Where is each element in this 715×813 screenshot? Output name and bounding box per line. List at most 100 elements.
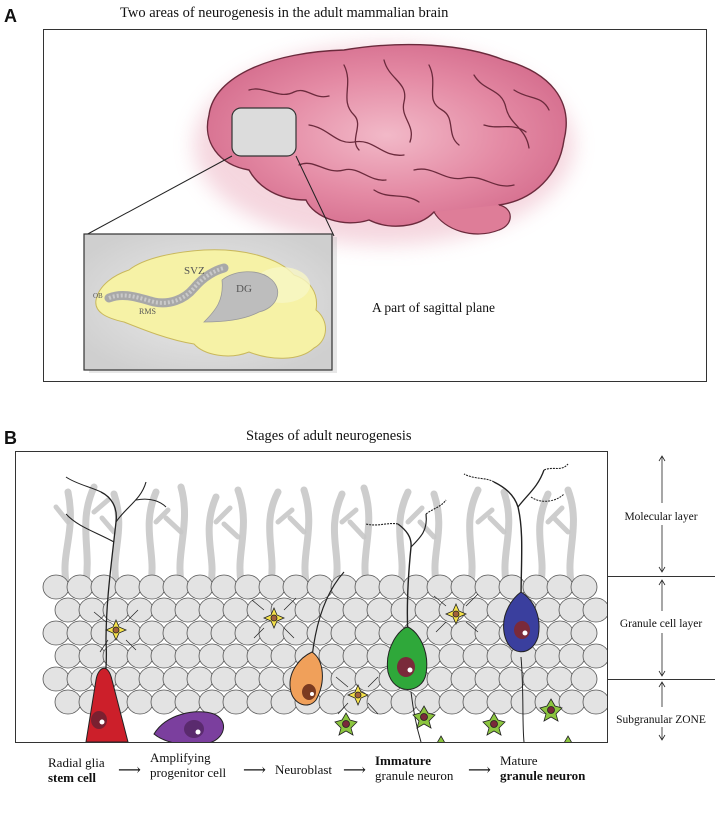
granule-cell [570, 620, 598, 646]
granule-cell [474, 574, 502, 600]
granule-cell [90, 574, 118, 600]
granule-cell [42, 574, 70, 600]
granule-cell [174, 597, 202, 623]
granule-cell-layer-label: Granule cell layer [619, 618, 703, 630]
granule-cell [354, 574, 382, 600]
granule-cell [474, 666, 502, 692]
granule-cell [210, 620, 238, 646]
granule-cell [66, 666, 94, 692]
microglia [334, 698, 572, 742]
granule-cell [294, 597, 322, 623]
granule-cell [54, 597, 82, 623]
granule-cell [198, 689, 226, 715]
granule-cell [330, 620, 358, 646]
granule-cell [450, 620, 478, 646]
granule-cell [66, 574, 94, 600]
subgranular-zone-label: Subgranular ZONE [616, 714, 706, 726]
granule-cell [390, 689, 418, 715]
panel-b-frame [15, 451, 608, 743]
stage-neuroblast: Neuroblast [275, 762, 333, 777]
neuroblast-cell [289, 571, 345, 706]
granule-cell [186, 574, 214, 600]
granule-cell [438, 597, 466, 623]
granule-cell [330, 666, 358, 692]
layer-column: Molecular layer Granule cell layer Subgr… [607, 451, 715, 743]
granule-cell [66, 620, 94, 646]
selection-box [231, 107, 297, 157]
granule-cell [426, 666, 454, 692]
granule-cell [534, 643, 562, 669]
granule-cell [558, 689, 586, 715]
panel-a-letter: A [4, 6, 17, 26]
granule-cell [114, 574, 142, 600]
granule-cell [126, 597, 154, 623]
granule-cell [522, 574, 550, 600]
astrocytes [104, 602, 468, 707]
granule-cell [426, 574, 454, 600]
granule-cell [198, 643, 226, 669]
granule-cell [462, 689, 490, 715]
granule-cell [366, 597, 394, 623]
svz-label: SVZ [184, 265, 205, 277]
granule-cell [546, 574, 574, 600]
granule-cell [402, 574, 430, 600]
granule-cell [582, 643, 607, 669]
panel-a-frame [43, 29, 707, 382]
panel-b-title-plain: Stages of [246, 428, 304, 444]
granule-cell [354, 620, 382, 646]
granule-cell [246, 689, 274, 715]
immature-neuron-cell [365, 499, 447, 742]
granule-cell [366, 689, 394, 715]
granule-cell [138, 620, 166, 646]
granule-cell [138, 666, 166, 692]
granule-cell [234, 620, 262, 646]
granule-cell [174, 643, 202, 669]
stage-arrow-3: ⟶ [343, 762, 366, 779]
granule-cell [222, 689, 250, 715]
granule-cell [414, 597, 442, 623]
granule-cell [390, 597, 418, 623]
granule-cell [462, 643, 490, 669]
granule-cell [174, 689, 202, 715]
granule-cell [42, 620, 70, 646]
granule-cell [210, 666, 238, 692]
granule-cell [42, 666, 70, 692]
granule-cell [54, 643, 82, 669]
glial-fibers [61, 483, 577, 586]
granule-cell [234, 574, 262, 600]
granule-cell [570, 666, 598, 692]
granule-cell [222, 643, 250, 669]
molecular-layer-label: Molecular layer [624, 511, 698, 523]
granule-cell [486, 643, 514, 669]
dg-label: DG [236, 283, 252, 295]
granule-cell [534, 597, 562, 623]
stage-arrow-1: ⟶ [118, 762, 141, 779]
granule-cell [186, 666, 214, 692]
sagittal-plane-label: A part of sagittal plane [372, 300, 495, 315]
granule-cell [114, 666, 142, 692]
granule-cell [342, 643, 370, 669]
granule-cell [306, 574, 334, 600]
granule-cell [522, 666, 550, 692]
ob-label: OB [93, 292, 103, 300]
granule-cell [234, 666, 262, 692]
granule-cell [450, 574, 478, 600]
granule-cell [546, 620, 574, 646]
granule-cell [162, 620, 190, 646]
granule-cell [258, 666, 286, 692]
panel-a-title: Two areas of neurogenesis in the adult m… [120, 5, 449, 21]
granule-cell [222, 597, 250, 623]
granule-cell [306, 620, 334, 646]
granule-cell [546, 666, 574, 692]
granule-cell [510, 689, 538, 715]
granule-cell [162, 574, 190, 600]
granule-cell [330, 574, 358, 600]
granule-cell [282, 620, 310, 646]
neurogenesis-illustration [42, 463, 607, 742]
granule-cell [558, 597, 586, 623]
granule-cell [78, 643, 106, 669]
granule-cell [126, 643, 154, 669]
